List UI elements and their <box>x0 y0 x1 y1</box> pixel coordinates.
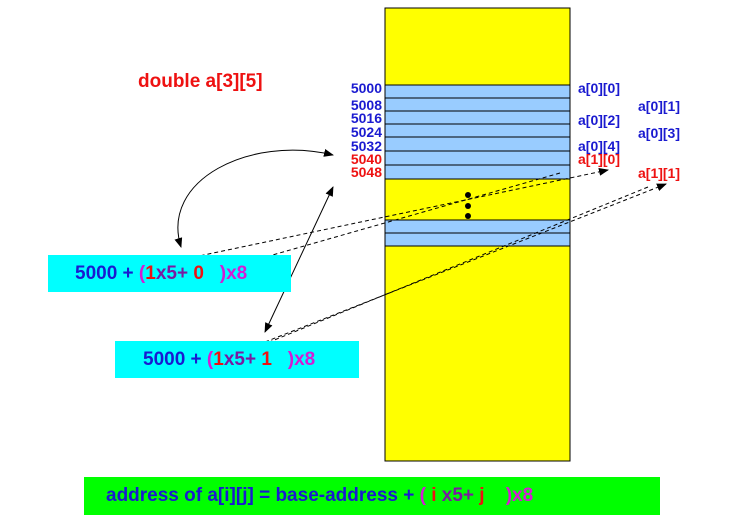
memory-cell <box>384 150 571 166</box>
formula-open: ( <box>138 263 146 284</box>
memory-cell <box>384 97 571 112</box>
dashed-arrow <box>247 172 561 264</box>
formula-mul: x5+ <box>155 263 189 284</box>
address-label-5008: 5008 <box>350 97 382 113</box>
memory-cell <box>384 84 571 99</box>
dashed-arrow <box>264 183 667 343</box>
ellipsis-dots <box>465 192 471 219</box>
element-label-a01: a[0][1] <box>638 98 681 114</box>
general-formula-prefix: address of a[i][j] = base-address + <box>106 485 420 506</box>
memory-cell <box>384 136 571 152</box>
memory-cell <box>384 110 571 125</box>
formula-box-a11 <box>115 341 359 378</box>
element-label-a04: a[0][4] <box>578 138 621 154</box>
formula-close: )x8 <box>271 349 316 370</box>
address-label-5040: 5040 <box>350 151 382 167</box>
curved-arrow <box>174 149 334 248</box>
address-label-5016: 5016 <box>350 110 382 126</box>
formula-i: 1 <box>145 263 156 284</box>
formula-j: 0 <box>188 263 204 284</box>
memory-cells <box>384 84 571 247</box>
address-label-5024: 5024 <box>350 124 382 140</box>
formula-box-a10 <box>48 255 291 292</box>
formula-i: 1 <box>213 349 224 370</box>
formula-a11: 5000 + (1x5+ 1 )x8 <box>143 342 315 378</box>
general-formula-box <box>84 477 660 515</box>
formula-base: 5000 + <box>143 349 207 370</box>
formula-close: )x8 <box>203 263 248 284</box>
memory-cell <box>384 219 571 234</box>
element-label-a11: a[1][1] <box>638 165 681 181</box>
general-formula-close: )x8 <box>484 485 534 506</box>
formula-mul: x5+ <box>223 349 257 370</box>
element-label-a10: a[1][0] <box>578 151 621 167</box>
formula-base: 5000 + <box>75 263 139 284</box>
formula-j: 1 <box>256 349 272 370</box>
address-label-5048: 5048 <box>350 164 382 180</box>
element-label-a02: a[0][2] <box>578 112 621 128</box>
address-label-5000: 5000 <box>350 80 382 96</box>
general-formula-j: j <box>474 485 485 506</box>
memory-cell <box>384 123 571 138</box>
array-declaration: double a[3][5] <box>138 71 263 92</box>
address-label-5032: 5032 <box>350 138 382 154</box>
element-label-a03: a[0][3] <box>638 125 681 141</box>
general-formula-open: ( <box>419 485 432 506</box>
formula-a10: 5000 + (1x5+ 0 )x8 <box>75 256 247 292</box>
memory-cell <box>384 232 571 247</box>
memory-cell <box>384 164 571 180</box>
general-formula: address of a[i][j] = base-address + ( i … <box>106 478 533 514</box>
formula-open: ( <box>206 349 214 370</box>
general-formula-mul: x5+ <box>436 485 475 506</box>
dashed-arrow <box>249 186 649 351</box>
straight-arrow <box>264 186 334 333</box>
dashed-arrow <box>179 167 609 261</box>
general-formula-i: i <box>431 485 437 506</box>
element-label-a00: a[0][0] <box>578 80 621 96</box>
